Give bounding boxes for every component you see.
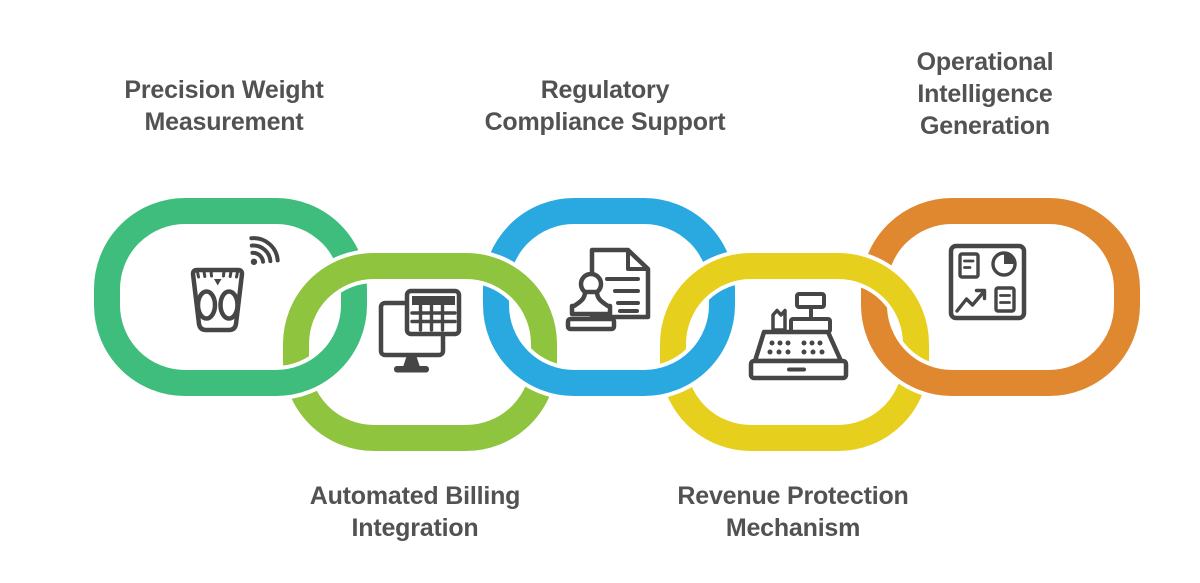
document-text-lines bbox=[605, 277, 640, 305]
register-keypad-dots bbox=[767, 340, 825, 355]
monitor-stand bbox=[403, 355, 420, 367]
monitor-spreadsheet-icon bbox=[378, 288, 462, 373]
trend-line-glyph bbox=[955, 289, 986, 313]
chain-link-2 bbox=[283, 253, 557, 451]
register-display bbox=[795, 292, 826, 309]
smart-scale-wireless-icon bbox=[190, 236, 280, 333]
register-receipt bbox=[771, 308, 787, 332]
mini-doc-top-left bbox=[958, 252, 980, 279]
spreadsheet-grid bbox=[410, 303, 457, 332]
mini-doc-lines bbox=[999, 294, 1011, 304]
scale-digit-zero bbox=[218, 289, 240, 321]
chain-link-5 bbox=[861, 198, 1140, 396]
label-automated-billing-integration: Automated Billing Integration bbox=[309, 482, 521, 542]
monitor-base bbox=[394, 366, 429, 373]
scale-dial-ticks bbox=[196, 269, 239, 279]
register-body bbox=[752, 329, 844, 364]
mini-doc-lines bbox=[963, 259, 975, 269]
signal-dot bbox=[250, 258, 258, 266]
chain-link-3 bbox=[483, 198, 735, 396]
chain-link-4 bbox=[660, 253, 929, 451]
pie-wedge bbox=[1004, 253, 1015, 264]
dashboard-panel bbox=[948, 243, 1027, 321]
pie-chart-glyph bbox=[991, 251, 1017, 277]
stamp-body bbox=[569, 289, 613, 317]
scale-digit-zero bbox=[195, 289, 218, 321]
dashboard-report-icon bbox=[948, 243, 1027, 321]
label-precision-weight-measurement: Precision Weight Measurement bbox=[124, 76, 324, 136]
spreadsheet-header bbox=[412, 296, 455, 305]
cash-register-icon bbox=[748, 292, 849, 381]
stamp-pad bbox=[565, 316, 617, 332]
stamp-document-icon bbox=[565, 247, 651, 332]
signal-arcs bbox=[249, 236, 280, 264]
document-fold bbox=[626, 249, 649, 271]
chain-link-1 bbox=[94, 198, 367, 396]
wireless-signal-icon bbox=[249, 236, 280, 266]
mini-doc-bottom-right bbox=[994, 286, 1016, 313]
label-revenue-protection-mechanism: Revenue Protection Mechanism bbox=[677, 482, 909, 542]
label-operational-intelligence-generation: Operational Intelligence Generation bbox=[916, 48, 1054, 140]
trend-arrow-head bbox=[974, 288, 987, 301]
label-regulatory-compliance-support: Regulatory Compliance Support bbox=[484, 76, 726, 136]
scale-body bbox=[190, 267, 245, 333]
scale-pointer bbox=[214, 279, 222, 286]
